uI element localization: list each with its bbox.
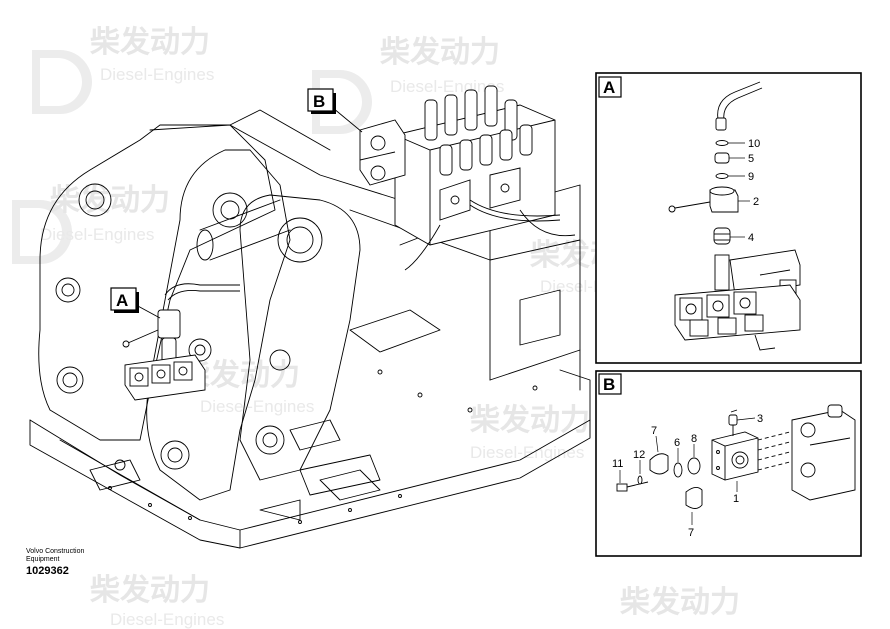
watermark-en-3: Diesel-Engines (40, 225, 154, 244)
callout-b[interactable]: B (307, 88, 363, 133)
watermark-cn-8: 柴发动力 (620, 585, 740, 620)
detail-b-title: B (603, 375, 615, 394)
callout-a[interactable]: A (110, 287, 161, 319)
watermark-en-6: Diesel-Engines (470, 443, 584, 462)
watermark-logo-icon (32, 50, 92, 114)
detail-a-part-10: 10 (748, 138, 760, 150)
detail-a-drawing (668, 81, 801, 351)
detail-b-drawing (616, 404, 856, 509)
detail-b-part-11: 11 (612, 458, 623, 470)
detail-a-part-5: 5 (748, 153, 754, 165)
watermark-en-5: Diesel-Engines (200, 397, 314, 416)
watermark-en-1: Diesel-Engines (100, 65, 214, 84)
watermark-logo-icon (312, 70, 372, 134)
detail-b-panel: B (595, 370, 862, 557)
watermark-cn-7: 柴发动力 (90, 573, 210, 608)
watermark-cn-1: 柴发动力 (90, 25, 210, 60)
detail-b-part-12: 12 (633, 449, 645, 461)
detail-a-part-9: 9 (748, 171, 754, 183)
watermark-cn-3: 柴发动力 (50, 183, 170, 218)
detail-b-part-3: 3 (757, 413, 763, 425)
watermark-cn-2: 柴发动力 (380, 35, 500, 70)
detail-b-part-8: 8 (691, 433, 697, 445)
watermark-layer: 柴发动力 Diesel-Engines 柴发动力 Diesel-Engines … (12, 25, 740, 629)
footer-company-line1: Volvo Construction (26, 548, 85, 555)
detail-b-part-1: 1 (733, 493, 739, 505)
detail-b-part-7-bottom: 7 (688, 527, 694, 539)
detail-a-title: A (603, 78, 615, 97)
detail-a-panel: A (595, 72, 862, 364)
main-frame-drawing (29, 109, 591, 549)
watermark-cn-6: 柴发动力 (470, 403, 590, 438)
callout-a-label: A (116, 291, 128, 310)
callout-b-label: B (313, 92, 325, 111)
footer-company-line2: Equipment (26, 556, 60, 563)
watermark-en-7: Diesel-Engines (110, 610, 224, 629)
detail-b-part-7-top: 7 (651, 425, 657, 437)
watermark-logo-icon (12, 200, 72, 264)
control-valve-assembly (359, 85, 576, 271)
drawing-number: 1029362 (26, 565, 69, 577)
valve-a-assembly (122, 283, 240, 401)
detail-a-part-4: 4 (748, 232, 754, 244)
detail-b-part-6: 6 (674, 437, 680, 449)
detail-a-part-2: 2 (753, 196, 759, 208)
